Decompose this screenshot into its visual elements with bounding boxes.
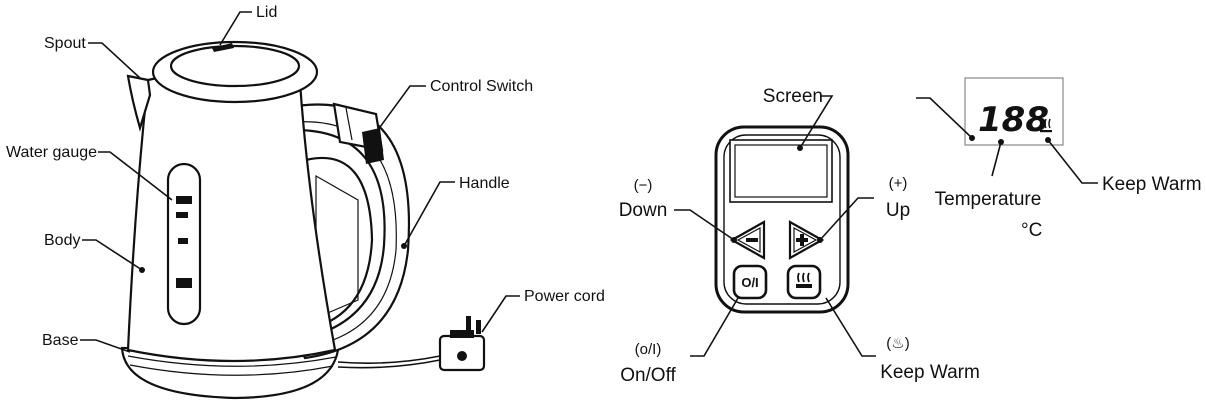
power-button[interactable]: O/I [732, 264, 768, 300]
label-water-gauge: Water gauge [6, 144, 97, 161]
label-down-symbol: (−) [634, 177, 653, 194]
panel-leader-lines [674, 95, 876, 357]
label-on-off: On/Off [620, 365, 676, 386]
display-detail: 188 [964, 77, 1064, 146]
label-down: Down [619, 200, 668, 221]
display-leader-lines [916, 97, 1098, 184]
down-button[interactable] [729, 220, 766, 260]
label-display-keep-warm: Keep Warm [1102, 174, 1202, 195]
kettle-leader-lines [80, 11, 520, 353]
label-spout: Spout [44, 35, 86, 52]
label-up: Up [886, 200, 910, 221]
label-up-symbol: (+) [889, 175, 908, 192]
label-handle: Handle [459, 175, 510, 192]
label-power-cord: Power cord [524, 288, 605, 305]
label-control-switch: Control Switch [430, 78, 533, 95]
power-button-label: O/I [741, 275, 758, 290]
label-keep-warm: Keep Warm [880, 362, 980, 383]
plug-icon [438, 316, 486, 372]
label-keep-warm-symbol: (♨) [886, 335, 909, 352]
label-base: Base [42, 332, 79, 349]
keep-warm-indicator-icon [1040, 118, 1052, 133]
up-button[interactable] [788, 220, 825, 260]
kettle-illustration [120, 40, 486, 400]
label-celsius: °C [1021, 220, 1042, 241]
label-lid: Lid [256, 4, 277, 21]
control-panel: O/I [714, 125, 850, 314]
label-screen: Screen [763, 86, 823, 107]
label-body: Body [44, 232, 80, 249]
keep-warm-icon [796, 272, 812, 288]
label-temperature: Temperature [935, 189, 1042, 210]
keep-warm-button[interactable] [786, 264, 822, 300]
label-on-off-symbol: (o/I) [635, 341, 662, 358]
display-digits: 188 [978, 100, 1049, 140]
